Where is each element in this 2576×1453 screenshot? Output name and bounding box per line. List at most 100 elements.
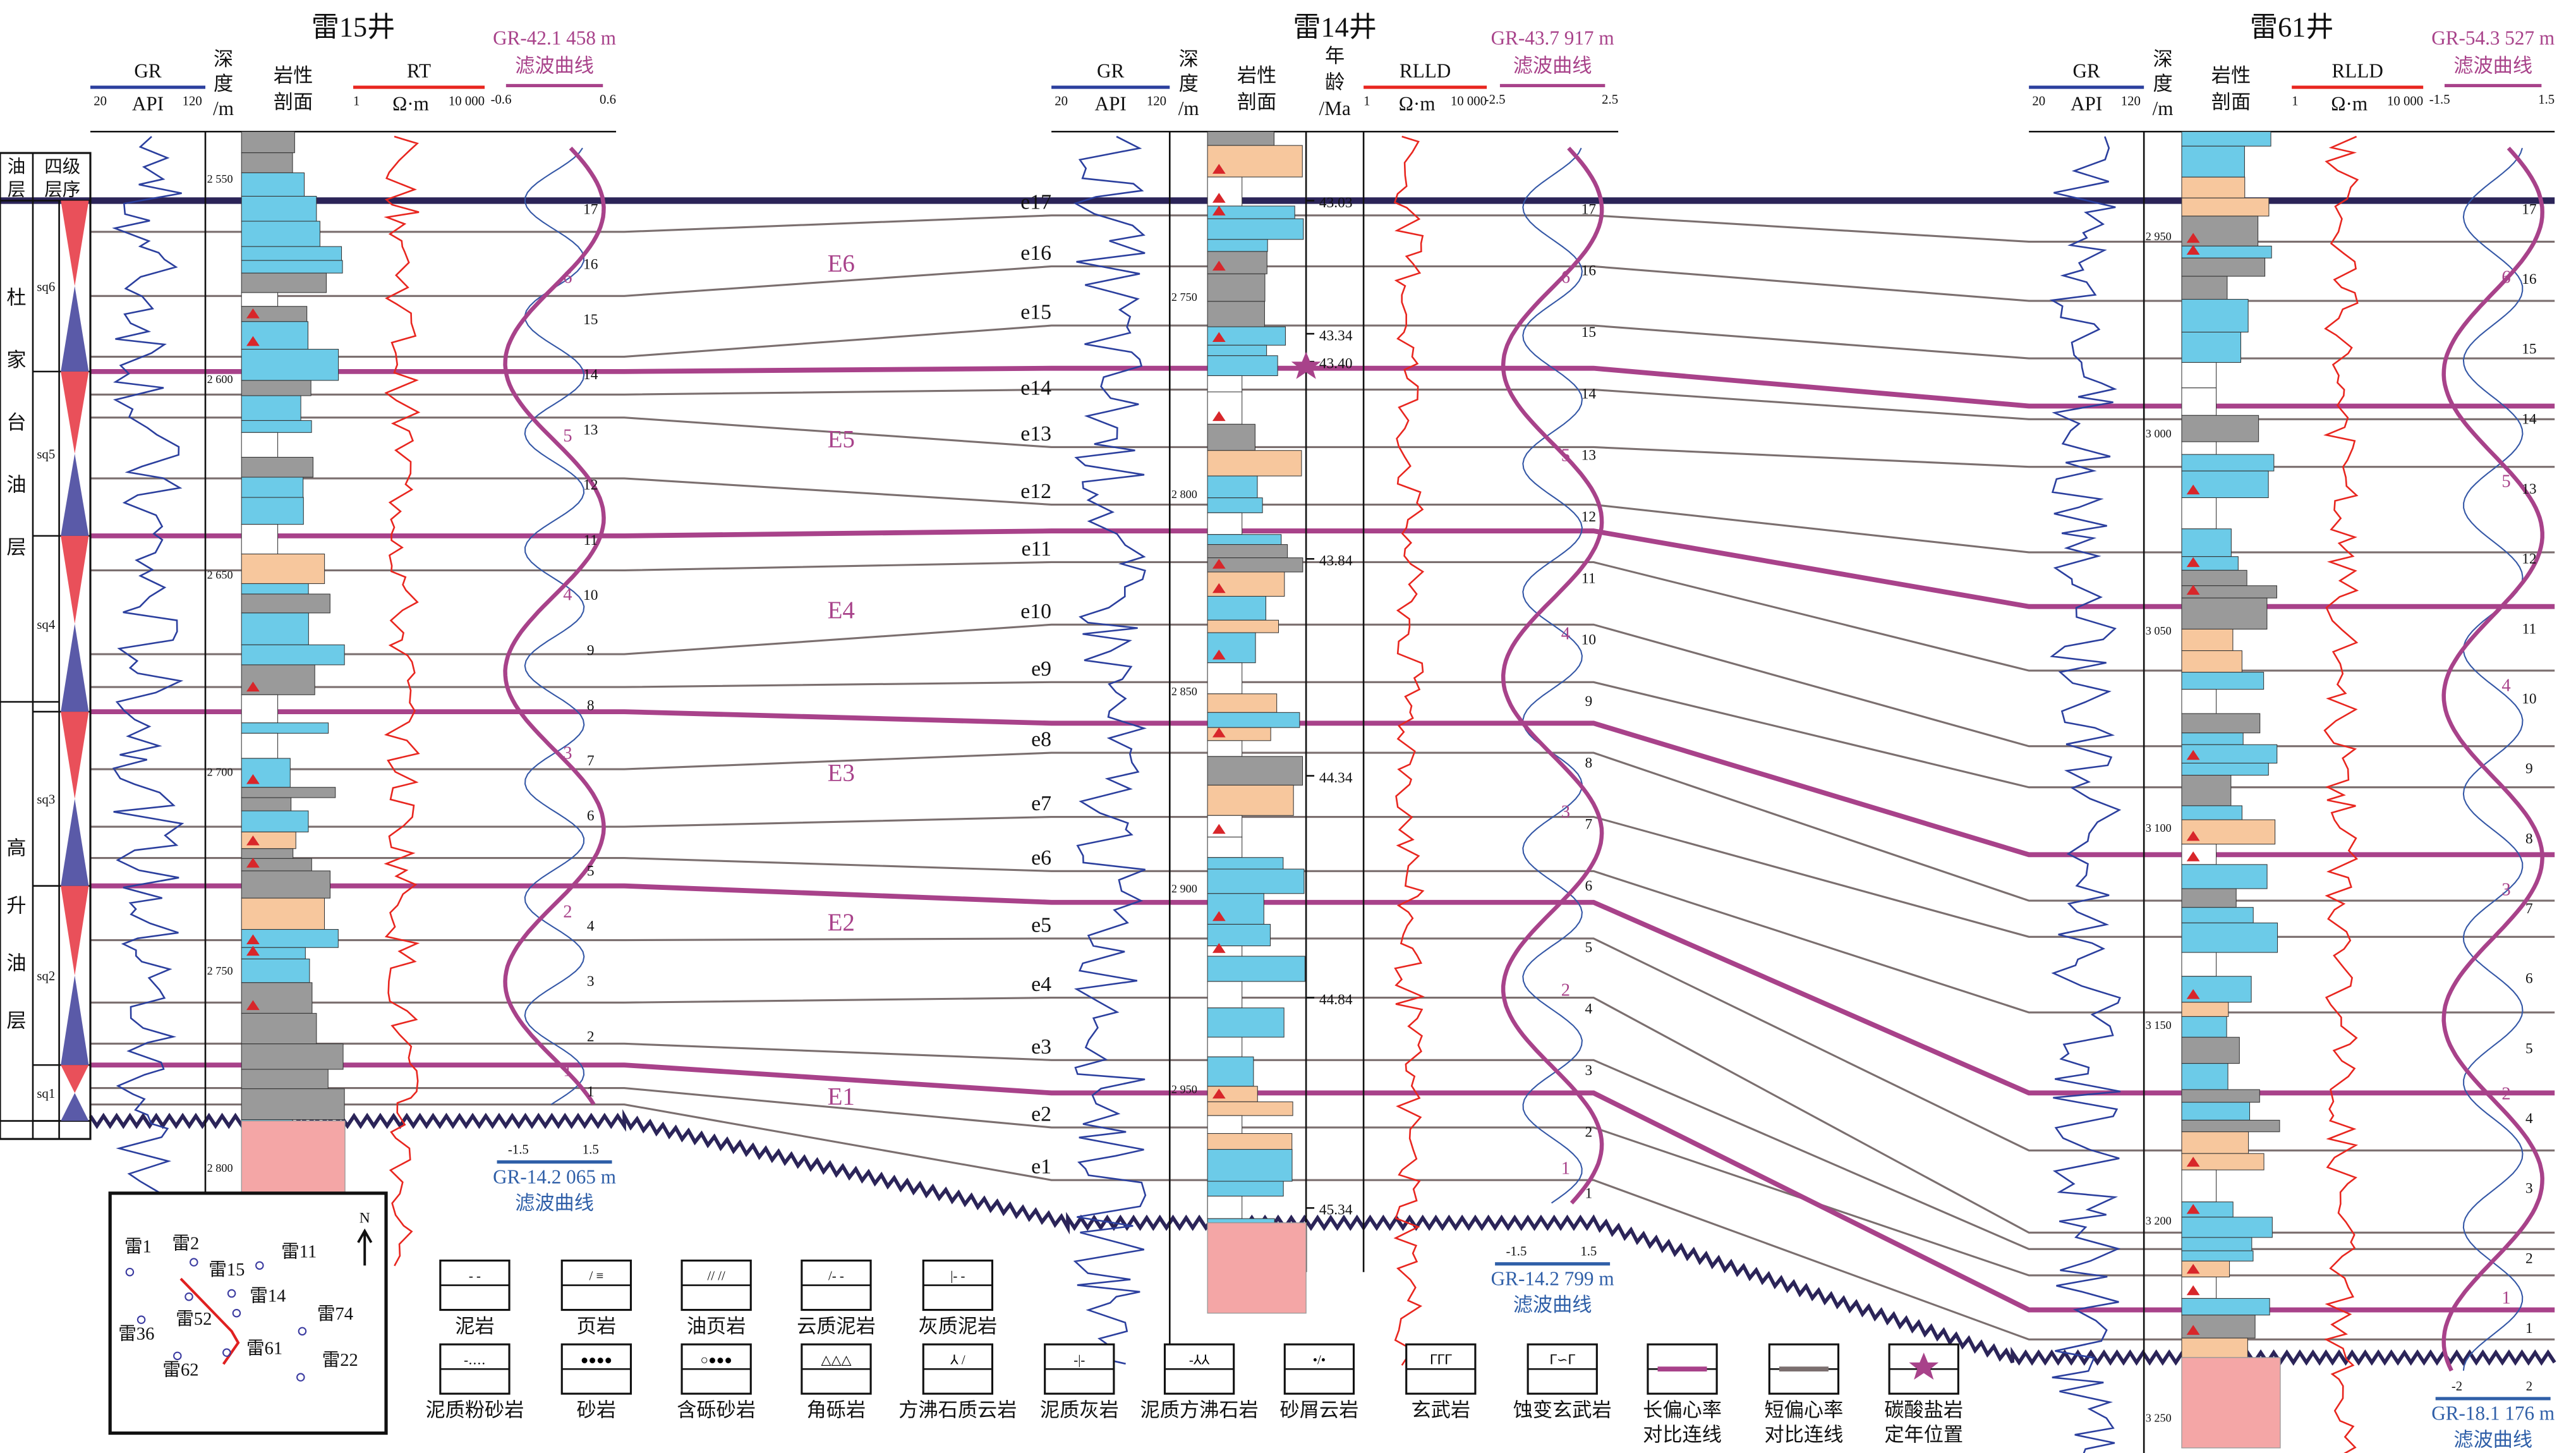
legend-item: ○●●●含砾砂岩 [677,1343,756,1421]
short-cycle-number: 8 [1585,755,1592,771]
breccia-icon [2186,1157,2200,1167]
north-arrow-icon [357,1228,373,1266]
lithology-bed [2181,907,2254,923]
pattern-icon: // // [707,1269,725,1284]
long-cycle-label: E2 [828,909,855,936]
short-cycle-number: 17 [583,201,598,217]
legend-label: 云质泥岩 [797,1315,876,1337]
legend-label: 泥岩 [455,1315,494,1337]
lithology-bed [241,477,304,498]
res-min: 1 [353,94,360,109]
lithology-bed [1207,740,1243,757]
lithology-bed [2181,131,2271,147]
lithology-bed [2181,569,2247,587]
litho-header: 剖面 [2211,91,2251,113]
filter-max: 2.5 [1602,92,1618,107]
lithology-bed [241,195,317,222]
breccia-icon [1212,193,1226,203]
short-cycle-label: e11 [1022,537,1052,561]
long-cycle-label: E4 [828,597,855,624]
lithology-bed [1207,756,1303,786]
lithology-bed [241,554,325,584]
lithology-bed [241,722,329,734]
short-cycle-number: 16 [1581,263,1596,279]
lithology-bed [2181,1063,2228,1090]
depth-header: 深 [2153,48,2172,70]
filter-bottom-min: -1.5 [1506,1244,1527,1259]
gr-curve [1073,135,1147,1365]
lithology-bed [2181,1337,2248,1358]
legend-label: 泥质方沸石岩 [1140,1399,1259,1421]
oil-layer-name: 层 [6,536,26,558]
lithology-bed [2181,331,2242,363]
long-cycle-number: 5 [2501,471,2510,491]
legend-item: /- -云质泥岩 [797,1259,876,1337]
depth-label: 3 000 [2146,427,2172,440]
lithology-bed [241,870,331,899]
short-cycle-number: 1 [2525,1320,2533,1337]
short-eccentricity-line [90,996,2555,1234]
lithology-bed [2181,628,2234,652]
lithology-bed [1207,693,1278,713]
sequence-label: sq5 [37,447,55,462]
filter-bottom-min: -1.5 [508,1143,529,1157]
sequence-label: sq6 [37,279,55,294]
breccia-icon [2186,989,2200,999]
lithology-bed [1207,712,1300,728]
age-label: 43.40 [1319,356,1353,372]
lithology-bed [1207,301,1265,327]
short-cycle-label: e1 [1031,1155,1051,1179]
long-cycle-number: 6 [1561,267,1570,287]
litho-header: 剖面 [1237,91,1276,113]
lithology-bed [1207,176,1243,207]
short-cycle-number: 9 [2525,761,2533,777]
lithology-bed [2181,1276,2217,1299]
lithology-bed [2181,257,2266,277]
long-cycle-number: 3 [1561,803,1570,822]
short-cycle-number: 5 [2525,1040,2533,1057]
short-cycle-number: 2 [587,1028,595,1045]
resistivity-curve [2323,135,2359,1453]
map-well-label: 雷74 [317,1304,353,1324]
lithology-bed [1207,923,1271,947]
breccia-icon [2186,830,2200,841]
long-eccentricity-line [90,883,2555,1096]
breccia-icon [1212,943,1226,953]
well-location-marker [222,1348,231,1357]
lithology-bed [241,1088,345,1121]
transgressive-triangle [61,1093,89,1121]
long-cycle-number: 1 [1561,1159,1570,1179]
filter-title: GR-43.7 917 m [1491,27,1614,49]
short-cycle-number: 12 [2522,551,2536,568]
short-filter-curve [1522,147,1583,1204]
filter-bottom-max: 1.5 [583,1143,599,1157]
breccia-icon [2186,484,2200,495]
long-cycle-number: 2 [1561,981,1570,1000]
lithology-bed [241,260,343,274]
lithology-bed [1207,1007,1285,1038]
breccia-icon [1212,911,1226,921]
legend-label: 含砾砂岩 [677,1399,756,1421]
map-well-label: 雷14 [250,1287,286,1306]
lithology-bed [1207,1101,1293,1116]
breccia-icon [2186,1325,2200,1335]
lithology-bed [2181,952,2217,977]
lithology-bed [2181,762,2269,776]
map-well-label: 雷61 [246,1339,282,1359]
short-cycle-number: 2 [1585,1124,1592,1140]
long-cycle-number: 1 [563,1061,572,1081]
short-cycle-label: e15 [1020,301,1051,324]
lithology-bed [2181,1153,2265,1170]
filter-bottom-max: 1.5 [1580,1244,1597,1259]
lithology-bed [1207,662,1243,695]
legend-item: ⅄ /方沸石质云岩 [898,1343,1017,1421]
lithology-bed [2181,864,2268,889]
breccia-icon [246,835,260,846]
sequence-label: sq4 [37,617,55,632]
short-cycle-label: e4 [1031,973,1051,996]
gr-curve [2049,136,2122,1453]
sequence-label: sq1 [37,1086,55,1101]
